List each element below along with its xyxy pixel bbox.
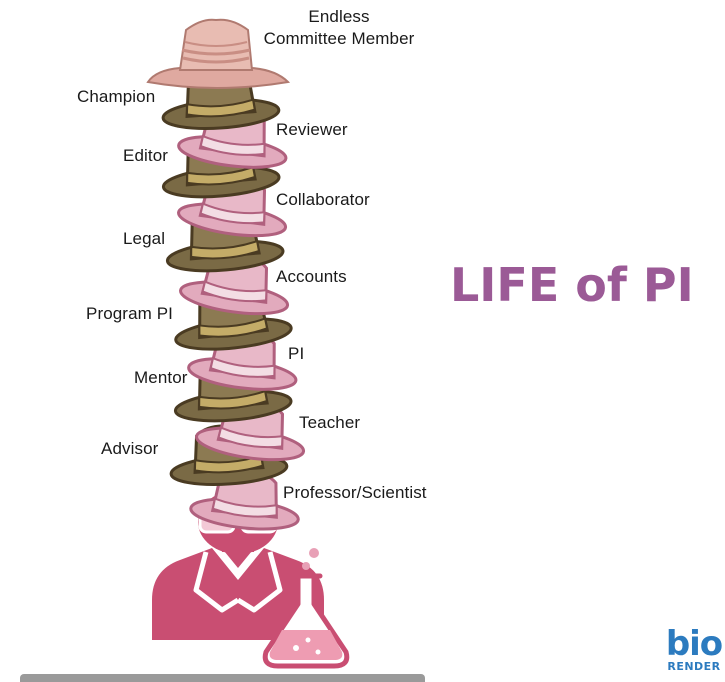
label-professor-scientist: Professor/Scientist — [283, 483, 427, 502]
page-title: LIFE of PI — [450, 258, 694, 312]
label-champion: Champion — [77, 87, 156, 106]
logo-text-top: bio — [665, 624, 723, 664]
label-teacher: Teacher — [299, 413, 361, 432]
stacked-hats-icon — [146, 18, 311, 535]
biorender-logo: bio RENDER — [664, 624, 724, 680]
label-program-pi: Program PI — [86, 304, 173, 323]
label-endless-committee-member: Endless Committee Member — [250, 6, 428, 50]
label-reviewer: Reviewer — [276, 120, 348, 139]
label-legal: Legal — [123, 229, 166, 248]
label-advisor: Advisor — [101, 439, 159, 458]
flask-icon — [262, 548, 350, 669]
label-accounts: Accounts — [276, 267, 347, 286]
label-collaborator: Collaborator — [276, 190, 370, 209]
scrollbar[interactable] — [20, 674, 425, 682]
label-mentor: Mentor — [134, 368, 188, 387]
label-top-line1: Endless — [308, 7, 370, 26]
label-editor: Editor — [123, 146, 169, 165]
label-pi: PI — [288, 344, 305, 363]
label-top-line2: Committee Member — [263, 29, 415, 48]
logo-text-bottom: RENDER — [667, 660, 721, 673]
